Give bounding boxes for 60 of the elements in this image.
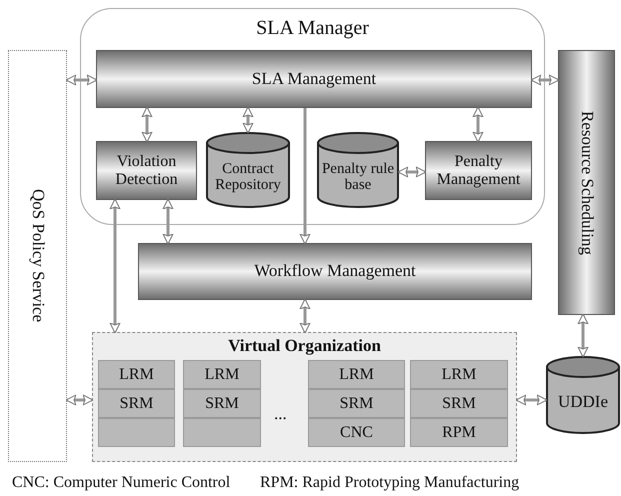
process-bar — [96, 141, 197, 200]
arrow — [530, 74, 560, 86]
arrow — [66, 74, 98, 86]
module-cell — [308, 389, 405, 418]
node-label: SRM — [340, 394, 374, 412]
node-label: RPM — [442, 424, 476, 442]
module-cell — [183, 389, 261, 418]
arrow — [110, 198, 120, 334]
node-label: LRM — [442, 366, 476, 384]
arrow — [516, 394, 548, 406]
node-label: UDDIe — [558, 392, 608, 412]
panel-title: SLA Manager — [256, 17, 369, 39]
node-label: LRM — [204, 366, 240, 384]
arrow — [66, 394, 94, 406]
node-label: SRM — [205, 394, 239, 412]
module-cell — [98, 360, 175, 389]
node-label: Violation Detection — [114, 152, 179, 188]
node-label: Penalty Management — [436, 152, 522, 188]
manager-panel — [80, 8, 545, 225]
node-label: SRM — [120, 394, 154, 412]
module-cell — [98, 418, 175, 447]
arrow — [300, 298, 310, 334]
arrow — [300, 108, 310, 244]
module-cell — [410, 360, 508, 389]
service-panel — [8, 50, 67, 462]
footnote: CNC: Computer Numeric Control — [12, 474, 230, 492]
process-bar — [138, 243, 532, 300]
node-label: LRM — [339, 366, 374, 384]
node-label: Penalty rule base — [320, 160, 396, 194]
module-cell — [308, 360, 405, 389]
node-label: SLA Management — [252, 70, 376, 88]
process-bar — [96, 50, 532, 108]
node-label: SRM — [442, 394, 476, 412]
node-label: Virtual Organization — [228, 337, 381, 356]
node-label: Workflow Management — [254, 262, 416, 281]
database-cylinder — [317, 132, 399, 208]
arrow — [142, 106, 152, 142]
service-bar — [558, 50, 615, 315]
organization-panel — [92, 332, 517, 462]
module-cell — [308, 418, 405, 447]
arrow — [398, 166, 426, 178]
database-cylinder — [206, 132, 290, 208]
module-cell — [98, 389, 175, 418]
node-label: CNC — [340, 424, 373, 442]
node-label: LRM — [119, 366, 154, 384]
module-cell — [183, 360, 261, 389]
process-bar — [425, 141, 532, 200]
module-cell — [410, 389, 508, 418]
database-cylinder — [546, 356, 620, 434]
arrow — [578, 314, 588, 358]
arrow — [162, 198, 174, 244]
module-cell — [183, 418, 261, 447]
node-label: Contract Repository — [214, 160, 282, 194]
node-label: Resource Scheduling — [577, 110, 596, 254]
ellipsis: ... — [274, 404, 287, 424]
arrow — [242, 106, 254, 134]
module-cell — [410, 418, 508, 447]
node-label: QoS Policy Service — [28, 189, 47, 323]
arrow — [472, 106, 484, 142]
footnote: RPM: Rapid Prototyping Manufacturing — [260, 474, 520, 492]
